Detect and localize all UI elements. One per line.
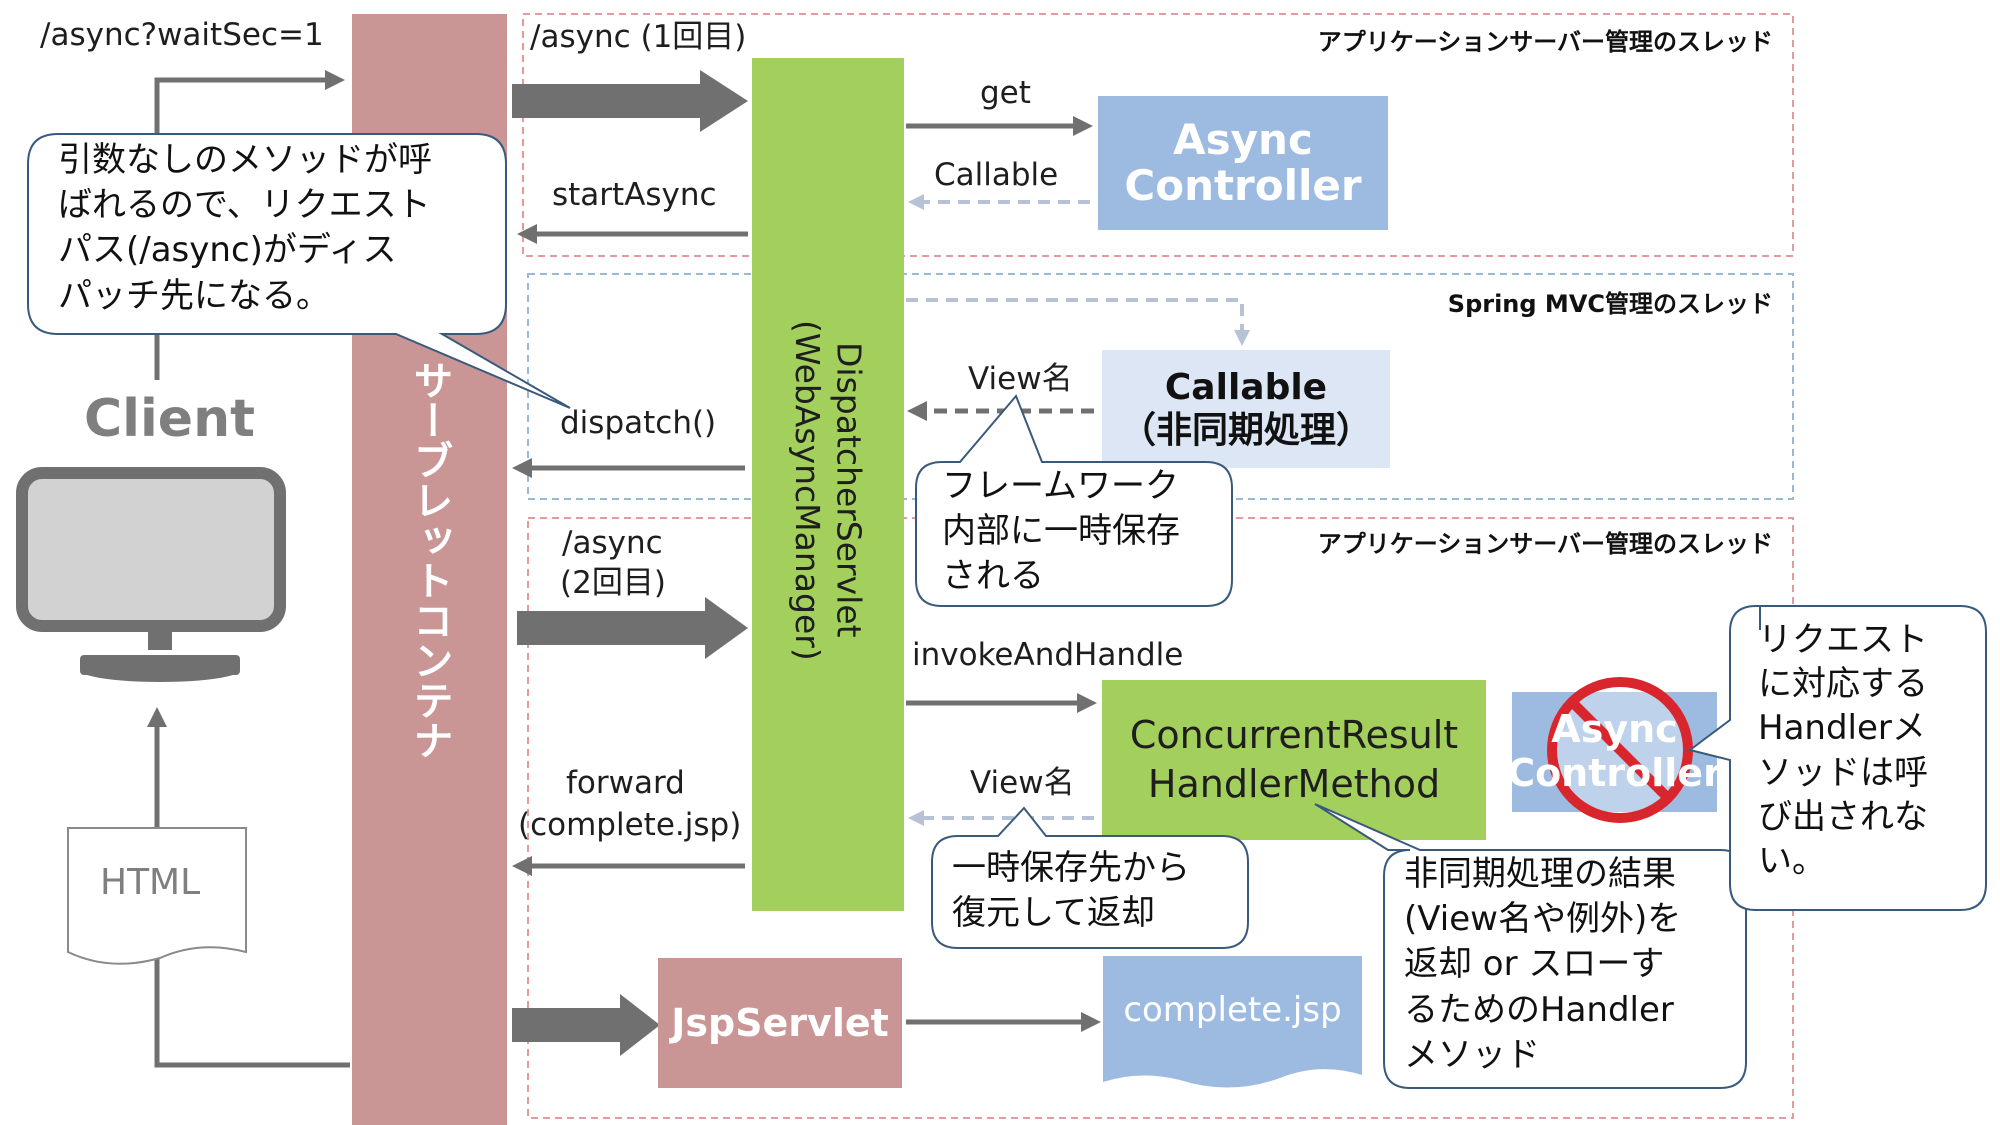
label-start-async: startAsync [552,177,717,213]
concurrent-result-line2: HandlerMethod [1147,762,1441,806]
callable-line2: （非同期処理） [1119,410,1372,451]
html-document-label: HTML [100,862,201,903]
dispatcher-servlet-bar [752,58,904,911]
label-view-name-2: View名 [970,765,1075,801]
arrow-to-callable [906,298,1250,346]
zone-title-app-server-2: アプリケーションサーバー管理のスレッド [1317,530,1773,558]
html-document-icon [67,827,247,965]
big-arrow-async-first [512,70,748,132]
async-controller-line1: Async [1173,114,1313,164]
complete-jsp-label: complete.jsp [1123,990,1342,1030]
callout-restore-text: 一時保存先から 復元して返却 [952,848,1190,934]
label-invoke: invokeAndHandle [912,637,1184,673]
label-view-name-1: View名 [968,361,1073,397]
zone-title-spring-mvc: Spring MVC管理のスレッド [1447,290,1773,318]
callout-restore [931,806,1249,949]
callable-label: Callable （非同期処理） [1102,350,1390,468]
jsp-servlet-label: JspServlet [671,1001,889,1045]
callout-not-called-text: リクエスト に対応する Handlerメ ソッドは呼 び出されな い。 [1758,620,1928,881]
callout-not-called [1687,605,1987,911]
concurrent-result-label: ConcurrentResult HandlerMethod [1102,680,1486,840]
label-async-first: /async (1回目) [530,19,747,55]
concurrent-result-line1: ConcurrentResult [1129,712,1459,757]
callable-line1: Callable [1164,366,1328,408]
callout-temp-store [915,394,1233,607]
big-arrow-jsp [512,994,660,1056]
callout-result-handler-text: 非同期処理の結果 (View名や例外)を 返却 or スローす るためのHand… [1404,854,1682,1075]
async-controller-label: Async Controller [1098,96,1388,230]
prohibit-icon [1547,677,1693,823]
big-arrow-async-second [517,597,748,659]
complete-jsp-document [1103,956,1362,1088]
callable-box [1102,350,1390,468]
label-async-second-2: (2回目) [560,565,666,601]
label-forward-2: (complete.jsp) [518,807,742,843]
callout-no-arg-method-text: 引数なしのメソッドが呼 ばれるので、リクエスト パス(/async)がディス パ… [58,140,432,316]
label-callable: Callable [934,157,1059,193]
callout-no-arg-method [27,133,571,409]
dispatcher-label-wrap: DispatcherServlet (WebAsyncManager) [752,300,904,680]
async-controller-blocked-box [1512,692,1717,812]
label-async-second-1: /async [562,525,663,561]
servlet-container-label: サーブレットコンテナ [406,360,453,760]
async-controller-blocked-label: Async Controller [1507,692,1722,812]
callout-temp-store-text: フレームワーク 内部に一時保存 される [942,466,1180,597]
label-forward-1: forward [566,765,685,801]
concurrent-result-box [1102,680,1486,840]
label-get: get [980,75,1031,111]
label-dispatch: dispatch() [560,405,717,441]
monitor-icon [16,467,286,682]
client-label: Client [84,389,255,449]
servlet-container-label-wrap: サーブレットコンテナ [352,360,507,760]
jsp-servlet-box [658,958,902,1088]
dispatcher-label: DispatcherServlet (WebAsyncManager) [788,319,869,661]
label-request: /async?waitSec=1 [40,17,324,53]
async-controller-blocked-line2: Controller [1507,751,1722,795]
async-controller-box [1098,96,1388,230]
zone-title-app-server-1: アプリケーションサーバー管理のスレッド [1317,28,1773,56]
async-controller-line2: Controller [1124,161,1362,210]
async-controller-blocked-line1: Async [1551,707,1678,752]
